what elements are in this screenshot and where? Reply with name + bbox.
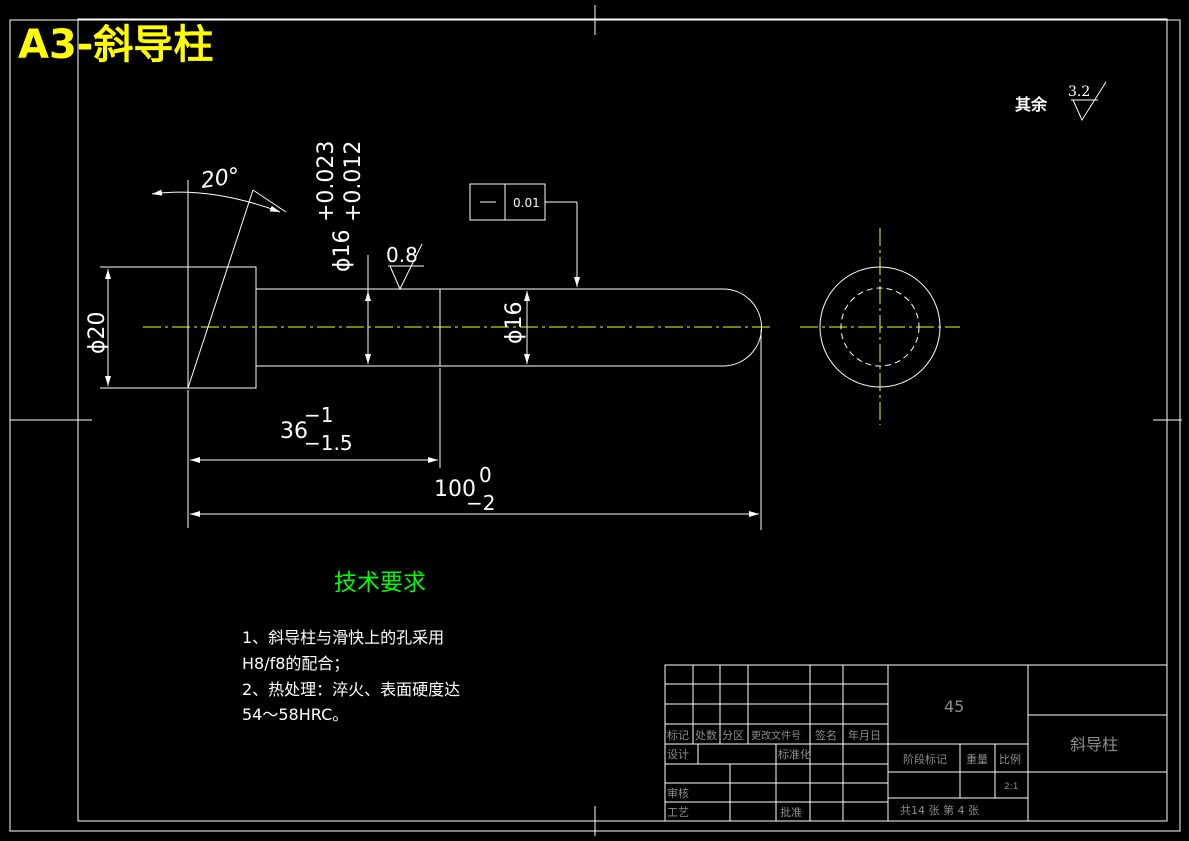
fit-diameter-label: ϕ16 bbox=[330, 229, 355, 272]
surface-finish-value: 3.2 bbox=[1068, 84, 1090, 100]
fit-tolerance-upper: +0.023 bbox=[314, 141, 339, 222]
centerlines bbox=[143, 228, 960, 425]
requirement-line-4: 54～58HRC。 bbox=[242, 705, 348, 724]
tb-sheet-count: 共14 张 第 4 张 bbox=[900, 803, 979, 817]
tolerance-value: 0.01 bbox=[513, 196, 540, 210]
tb-scale: 比例 bbox=[999, 752, 1021, 766]
requirement-line-2: H8/f8的配合； bbox=[242, 654, 349, 673]
head-diameter-label: ϕ20 bbox=[85, 311, 110, 354]
requirement-line-3: 2、热处理：淬火、表面硬度达 bbox=[242, 680, 460, 699]
surface-finish-label: 其余 bbox=[1015, 95, 1048, 114]
tb-review: 审核 bbox=[667, 786, 689, 800]
surface-finish-note: 其余 3.2 bbox=[1015, 81, 1107, 122]
tb-part-name: 斜导柱 bbox=[1070, 735, 1118, 754]
tb-material: 45 bbox=[944, 697, 964, 716]
tb-standardize: 标准化 bbox=[778, 747, 811, 761]
tb-approve: 批准 bbox=[780, 805, 802, 819]
tb-process: 工艺 bbox=[667, 806, 689, 819]
tb-scale-value: 2:1 bbox=[1004, 782, 1018, 792]
dimension-texts: 20° ϕ20 ϕ16 +0.023 +0.012 0.8 ϕ16 36 −1 … bbox=[85, 141, 527, 515]
tb-stage-mark: 阶段标记 bbox=[903, 752, 947, 766]
title-block-texts: 45 斜导柱 标记 处数 分区 更改文件号 签名 年月日 设计 标准化 阶段标记… bbox=[667, 697, 1118, 819]
requirements-heading: 技术要求 bbox=[334, 570, 426, 596]
length-100-base: 100 bbox=[434, 477, 476, 502]
length-36-base: 36 bbox=[280, 419, 308, 444]
roughness-symbol-icon bbox=[1071, 81, 1107, 122]
sheet-border bbox=[9, 5, 1182, 836]
fit-tolerance-lower: +0.012 bbox=[341, 141, 366, 222]
length-100-lower: −2 bbox=[466, 491, 495, 515]
requirement-line-1: 1、斜导柱与滑快上的孔采用 bbox=[242, 628, 444, 647]
technical-requirements: 技术要求 1、斜导柱与滑快上的孔采用 H8/f8的配合； 2、热处理：淬火、表面… bbox=[242, 570, 460, 724]
tb-col-change-doc: 更改文件号 bbox=[751, 729, 801, 742]
length-36-lower: −1.5 bbox=[304, 431, 353, 455]
tb-weight: 重量 bbox=[966, 752, 988, 766]
end-view bbox=[819, 266, 941, 388]
fit-roughness-value: 0.8 bbox=[386, 243, 418, 267]
sheet-title: A3-斜导柱 bbox=[18, 22, 213, 68]
tb-col-count: 处数 bbox=[695, 729, 717, 742]
tb-design: 设计 bbox=[667, 748, 689, 761]
tolerance-frame: 0.01 bbox=[469, 183, 546, 221]
part-outline bbox=[187, 189, 762, 389]
length-36-upper: −1 bbox=[304, 403, 333, 427]
title-block bbox=[664, 664, 1168, 822]
tb-col-mark: 标记 bbox=[667, 728, 689, 742]
angle-label: 20° bbox=[199, 164, 241, 194]
tb-col-zone: 分区 bbox=[722, 729, 744, 742]
tb-col-date: 年月日 bbox=[848, 728, 881, 742]
length-100-upper: 0 bbox=[479, 463, 492, 487]
tb-col-signature: 签名 bbox=[815, 728, 837, 742]
rod-diameter-label: ϕ16 bbox=[502, 301, 527, 344]
dimensions bbox=[100, 180, 762, 530]
